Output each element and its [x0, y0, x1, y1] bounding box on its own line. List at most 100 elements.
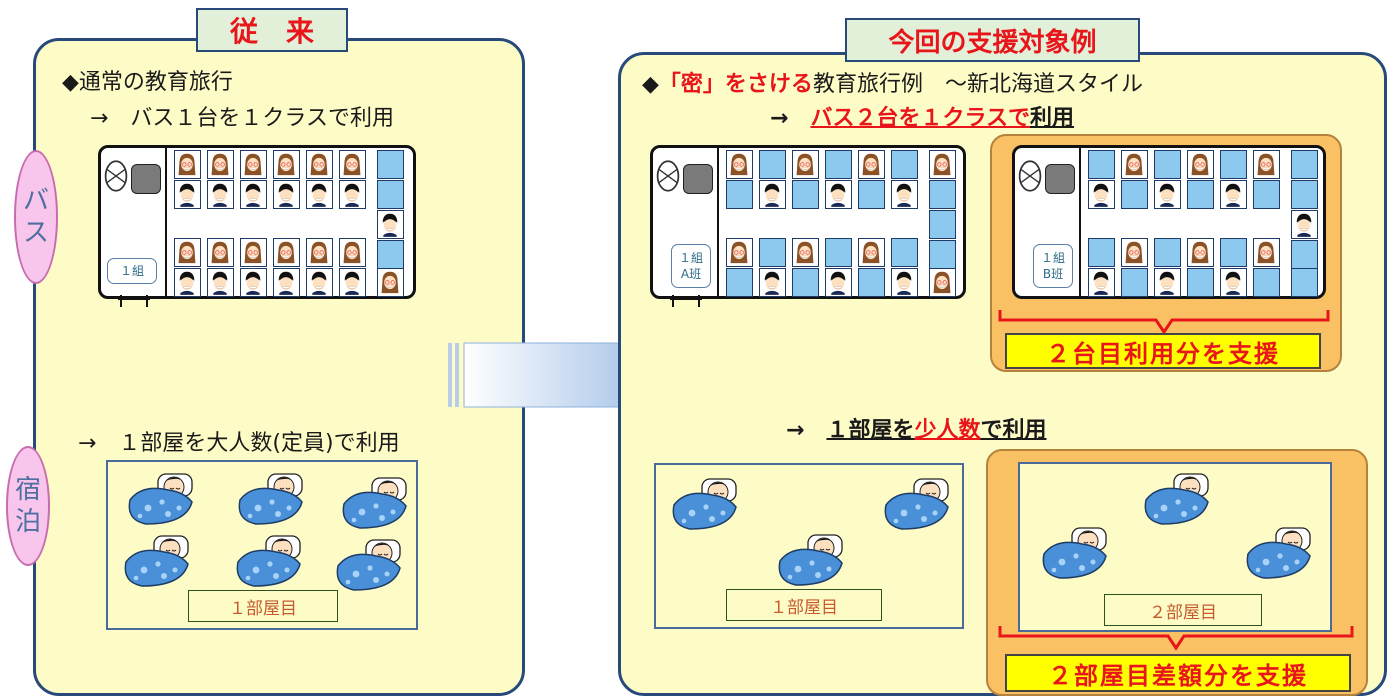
room-support-label: ２部屋目差額分を支援	[1005, 654, 1351, 692]
boy-student-icon	[1089, 269, 1113, 295]
seat-girl	[377, 268, 404, 297]
girl-student-icon	[208, 151, 232, 177]
brace-room	[998, 626, 1354, 651]
seat-boy	[240, 180, 267, 209]
seat-empty	[1121, 180, 1148, 209]
left-heading: ◆通常の教育旅行	[62, 70, 233, 95]
seat-empty	[929, 180, 956, 209]
seat-girl	[929, 150, 956, 179]
seat-girl	[726, 150, 753, 179]
bus-b-class-label: １組 B班	[1033, 244, 1073, 288]
seat-girl	[240, 238, 267, 267]
boy-student-icon	[208, 269, 232, 295]
left-room: １部屋目	[106, 460, 418, 630]
seat-empty	[858, 180, 885, 209]
heading-red-part: 「密」をさける	[658, 72, 813, 97]
sleeping-student-icon	[338, 474, 414, 530]
side-char: 宿	[14, 475, 41, 505]
girl-student-icon	[208, 239, 232, 265]
girl-student-icon	[859, 239, 883, 265]
girl-student-icon	[793, 151, 817, 177]
seat-girl	[726, 238, 753, 267]
girl-student-icon	[378, 269, 402, 295]
boy-student-icon	[1221, 269, 1245, 295]
seat-boy	[174, 268, 201, 297]
girl-student-icon	[1122, 151, 1146, 177]
seat-empty	[825, 150, 852, 179]
sleeping-student-icon	[120, 532, 196, 588]
girl-student-icon	[859, 151, 883, 177]
seat-empty	[792, 180, 819, 209]
seat-boy	[240, 268, 267, 297]
seat-empty	[1220, 150, 1247, 179]
seat-girl	[1253, 238, 1280, 267]
girl-student-icon	[793, 239, 817, 265]
seat-empty	[377, 180, 404, 209]
left-room-label: １部屋目	[188, 590, 338, 622]
girl-student-icon	[930, 269, 954, 295]
side-char: 泊	[14, 507, 41, 537]
room-black-part: １部屋を	[826, 418, 915, 443]
boy-student-icon	[307, 181, 331, 207]
girl-student-icon	[1188, 151, 1212, 177]
bus-a: １組 A班	[650, 145, 966, 299]
sleeping-student-icon	[1038, 524, 1114, 580]
seat-empty	[1220, 238, 1247, 267]
driver-seat	[1045, 164, 1075, 194]
seat-boy	[174, 180, 201, 209]
girl-student-icon	[1254, 239, 1278, 265]
seat-girl	[1121, 238, 1148, 267]
boy-student-icon	[1292, 211, 1316, 237]
right-bus-line: → バス２台を１クラスで利用	[770, 100, 1074, 132]
seat-girl	[174, 238, 201, 267]
seat-boy	[1291, 210, 1318, 239]
bus-red-part: バス２台を１クラスで	[810, 106, 1031, 131]
boy-student-icon	[274, 181, 298, 207]
seat-empty	[726, 268, 753, 297]
side-char: バ	[22, 186, 49, 216]
seat-boy	[273, 180, 300, 209]
girl-student-icon	[241, 151, 265, 177]
left-bus-seats	[101, 148, 413, 297]
seat-girl	[207, 238, 234, 267]
seat-girl	[306, 238, 333, 267]
right-title: 今回の支援対象例	[845, 18, 1140, 62]
seat-empty	[726, 180, 753, 209]
seat-empty	[825, 238, 852, 267]
seat-boy	[759, 180, 786, 209]
girl-student-icon	[727, 239, 751, 265]
boy-student-icon	[175, 181, 199, 207]
seat-empty	[1253, 268, 1280, 297]
boy-student-icon	[208, 181, 232, 207]
room-2-label: ２部屋目	[1104, 594, 1262, 626]
seat-empty	[1187, 268, 1214, 297]
bus-wheels	[670, 295, 710, 309]
boy-student-icon	[760, 181, 784, 207]
boy-student-icon	[760, 269, 784, 295]
arrow-text: →	[770, 106, 789, 131]
girl-student-icon	[340, 151, 364, 177]
seat-boy	[1088, 268, 1115, 297]
seat-girl	[207, 150, 234, 179]
seat-girl	[792, 238, 819, 267]
boy-student-icon	[892, 181, 916, 207]
bus-wheels	[118, 295, 158, 309]
seat-boy	[891, 180, 918, 209]
seat-girl	[273, 150, 300, 179]
seat-girl	[1187, 150, 1214, 179]
seat-boy	[825, 180, 852, 209]
seat-boy	[759, 268, 786, 297]
sleeping-student-icon	[774, 531, 850, 587]
sleeping-student-icon	[124, 470, 200, 526]
side-char: ス	[22, 218, 49, 248]
left-room-line: → １部屋を大人数(定員)で利用	[78, 431, 400, 456]
boy-student-icon	[175, 269, 199, 295]
seat-boy	[377, 210, 404, 239]
girl-student-icon	[1122, 239, 1146, 265]
girl-student-icon	[274, 239, 298, 265]
seat-boy	[1088, 180, 1115, 209]
seat-empty	[377, 150, 404, 179]
seat-girl	[240, 150, 267, 179]
class-name: １組	[1040, 251, 1065, 265]
seat-girl	[273, 238, 300, 267]
